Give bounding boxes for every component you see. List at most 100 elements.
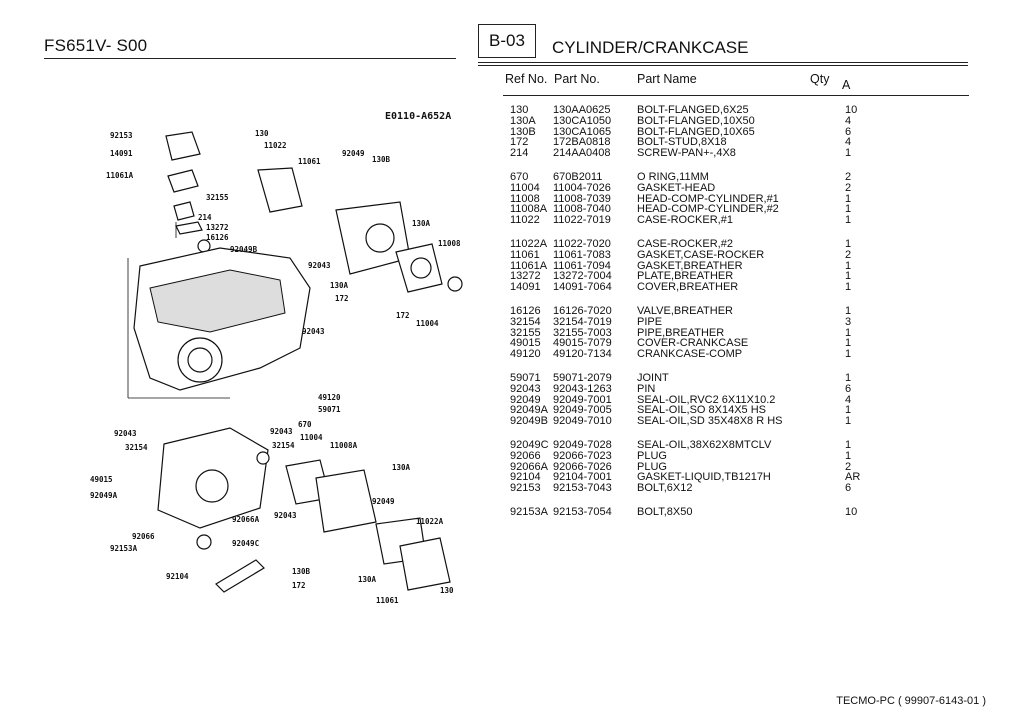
section-code: B-03: [478, 24, 536, 58]
qty: 2: [845, 170, 852, 183]
qty: AR: [845, 471, 861, 484]
callout-label: 32154: [125, 443, 148, 452]
callout-label: 14091: [110, 149, 133, 158]
qty: 1: [845, 404, 852, 417]
callout-label: 92043: [270, 427, 293, 436]
callout-label: 214: [198, 213, 212, 222]
part-name: GASKET,CASE-ROCKER: [637, 248, 765, 261]
ref-no: 11004: [510, 181, 540, 194]
part-name: PLUG: [637, 449, 667, 462]
qty: 4: [845, 393, 852, 406]
callout-label: 172: [396, 311, 410, 320]
part-name: BOLT,6X12: [637, 482, 693, 495]
part-no: 670B2011: [553, 170, 603, 183]
header-rule: [503, 95, 969, 96]
part-name: BOLT-FLANGED,6X25: [637, 104, 749, 116]
callout-label: 11022: [264, 141, 287, 150]
part-no: 172BA0818: [553, 136, 611, 149]
part-name: PIPE: [637, 315, 663, 328]
callout-label: 11004: [416, 319, 439, 328]
part-name: CRANKCASE-COMP: [637, 348, 743, 361]
ref-no: 670: [510, 170, 529, 183]
callout-label: 11022A: [416, 517, 444, 526]
part-no: 14091-7064: [553, 281, 612, 294]
part-no: 92049-7028: [553, 438, 612, 451]
col-header-qty: Qty: [810, 72, 830, 86]
col-header-ref: Ref No.: [505, 72, 548, 86]
qty: 1: [845, 147, 852, 160]
ref-no: 92066: [510, 449, 541, 462]
callout-label: 59071: [318, 405, 341, 414]
qty: 2: [845, 181, 852, 194]
ref-no: 11008A: [510, 203, 548, 216]
callout-label: 11008A: [330, 441, 358, 450]
part-no: 11008-7039: [553, 192, 611, 205]
part-no: 11061-7094: [553, 259, 611, 272]
title-rule: [478, 65, 968, 66]
part-no: 92104-7001: [553, 471, 612, 484]
model-underline: [44, 58, 456, 59]
qty: 2: [845, 460, 852, 473]
part-no: 49120-7134: [553, 348, 612, 361]
ref-no: 92049B: [510, 415, 548, 428]
qty: 1: [845, 192, 852, 205]
callout-label: 130A: [330, 281, 349, 290]
ref-no: 11022A: [510, 237, 548, 250]
qty: 1: [845, 281, 852, 294]
cylinder-head-2: [256, 451, 451, 591]
qty: 1: [845, 371, 852, 384]
part-name: BOLT-FLANGED,10X65: [637, 125, 755, 138]
ref-no: 11061: [510, 248, 540, 261]
qty: 3: [845, 315, 852, 328]
ref-no: 92066A: [510, 460, 548, 473]
qty: 1: [845, 259, 852, 272]
part-name: PIPE,BREATHER: [637, 326, 725, 339]
callout-label: 13272: [206, 223, 229, 232]
ref-no: 214: [510, 147, 529, 160]
ref-no: 92049C: [510, 438, 549, 451]
callout-label: 92049C: [232, 539, 259, 548]
callout-label: 11061: [376, 596, 399, 605]
part-no: 13272-7004: [553, 270, 612, 283]
col-header-a: A: [842, 78, 851, 92]
part-name: SEAL-OIL,SD 35X48X8 R HS: [637, 415, 783, 428]
qty: 1: [845, 214, 852, 227]
callout-label: 49120: [318, 393, 341, 402]
qty: 10: [845, 104, 858, 116]
ref-no: 11008: [510, 192, 540, 205]
callout-label: 92049: [372, 497, 395, 506]
ref-no: 13272: [510, 270, 541, 283]
part-name: SCREW-PAN+-,4X8: [637, 147, 736, 160]
callout-label: 11004: [300, 433, 323, 442]
part-no: 92066-7026: [553, 460, 612, 473]
callout-label: 130A: [392, 463, 411, 472]
diagram-code: E0110-A652A: [385, 111, 451, 122]
qty: 4: [845, 114, 852, 127]
part-no: 49015-7079: [553, 337, 612, 350]
ref-no: 92049A: [510, 404, 548, 417]
section-title: CYLINDER/CRANKCASE: [552, 38, 749, 57]
callout-label: 16126: [206, 233, 229, 242]
part-no: 130CA1050: [553, 114, 612, 127]
part-no: 214AA0408: [553, 147, 611, 160]
callout-label: 130A: [412, 219, 431, 228]
part-name: CASE-ROCKER,#2: [637, 237, 733, 250]
ref-no: 59071: [510, 371, 541, 384]
diagram-callouts: 921531409111061A32155214132721612692049B…: [90, 129, 461, 605]
callout-label: 130: [440, 586, 454, 595]
